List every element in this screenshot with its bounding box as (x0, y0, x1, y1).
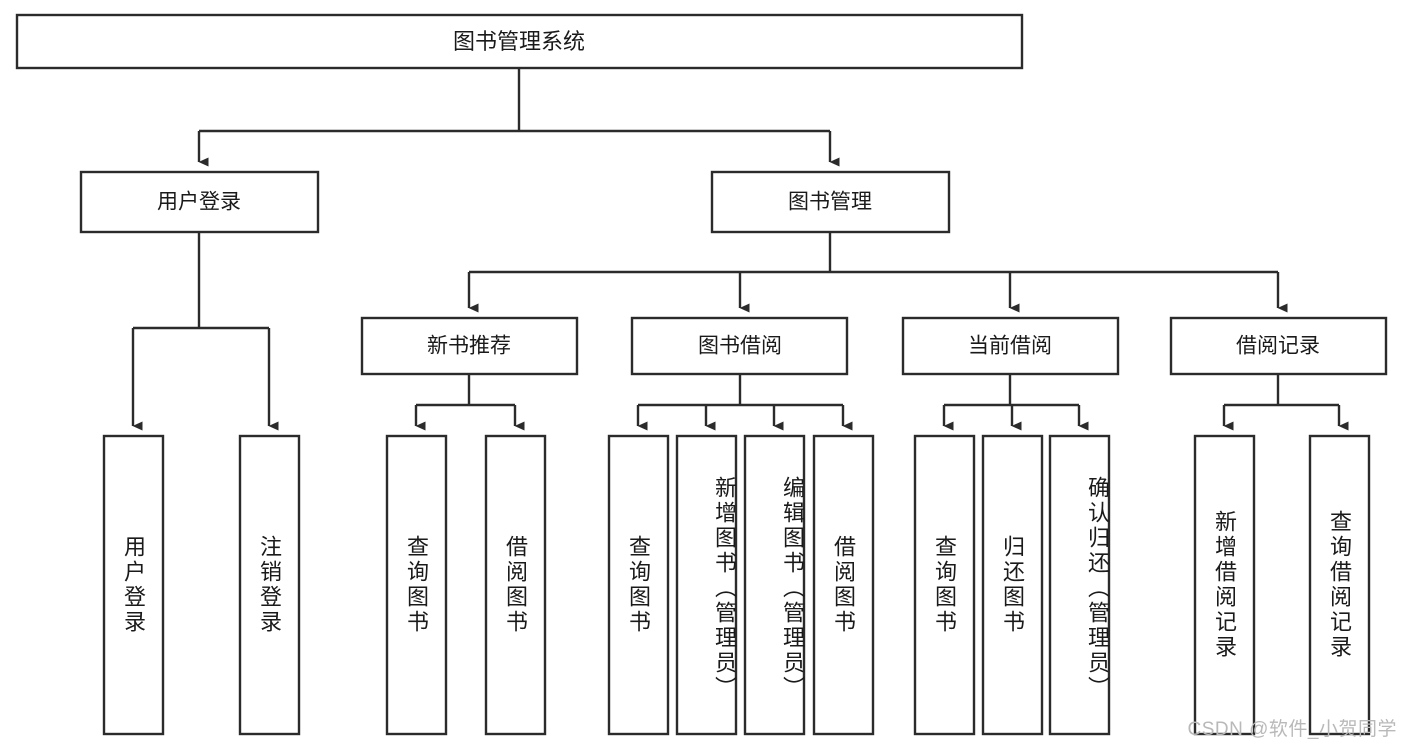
node-current-borrow-box[interactable] (901, 316, 1120, 376)
node-book-borrow[interactable]: 图书借阅 (630, 316, 849, 376)
csdn-watermark: CSDN @软件_小贺同学 (1187, 719, 1397, 740)
node-leaf-edit-book-box[interactable] (743, 434, 806, 736)
node-book-management-box[interactable] (710, 170, 951, 234)
node-book-borrow-label: 图书借阅 (698, 335, 782, 358)
node-root-box[interactable] (15, 13, 1024, 70)
node-root[interactable]: 图书管理系统 (15, 13, 1024, 70)
node-current-borrow[interactable]: 当前借阅 (901, 316, 1120, 376)
node-leaf-query-book-2-box[interactable] (607, 434, 670, 736)
node-book-borrow-box[interactable] (630, 316, 849, 376)
node-book-management-label: 图书管理 (788, 191, 872, 214)
node-user-login-label: 用户登录 (157, 191, 241, 214)
node-borrow-record-box[interactable] (1169, 316, 1388, 376)
connector-group-book-borrow (636, 374, 853, 431)
node-leaf-confirm-return-box[interactable] (1048, 434, 1111, 736)
node-leaf-borrow-book-2-box[interactable] (812, 434, 875, 736)
node-leaf-query-book-1-box[interactable] (385, 434, 448, 736)
node-borrow-record[interactable]: 借阅记录 (1169, 316, 1388, 376)
connector-group-book-management (467, 232, 1288, 313)
connector-group-borrow-record (1222, 374, 1349, 431)
node-leaf-add-book-box[interactable] (675, 434, 738, 736)
node-leaf-query-record-box[interactable] (1308, 434, 1371, 736)
node-book-management[interactable]: 图书管理 (710, 170, 951, 234)
node-leaf-query-book-3-box[interactable] (913, 434, 976, 736)
connector-group-new-book-recommend (414, 374, 525, 431)
connector-group-current-borrow (942, 374, 1089, 431)
node-leaf-user-login-box[interactable] (102, 434, 165, 736)
connector-group-root (197, 68, 840, 167)
node-new-book-recommend[interactable]: 新书推荐 (360, 316, 579, 376)
node-leaf-return-book-box[interactable] (981, 434, 1044, 736)
node-new-book-recommend-label: 新书推荐 (427, 335, 511, 358)
connector-group-user-login (131, 232, 279, 431)
node-user-login-box[interactable] (79, 170, 320, 234)
node-root-label: 图书管理系统 (453, 29, 585, 54)
node-leaf-borrow-book-1-box[interactable] (484, 434, 547, 736)
node-new-book-recommend-box[interactable] (360, 316, 579, 376)
node-leaf-logout-login-box[interactable] (238, 434, 301, 736)
node-user-login[interactable]: 用户登录 (79, 170, 320, 234)
node-current-borrow-label: 当前借阅 (968, 335, 1052, 358)
node-leaf-add-record-box[interactable] (1193, 434, 1256, 736)
node-borrow-record-label: 借阅记录 (1236, 335, 1320, 358)
